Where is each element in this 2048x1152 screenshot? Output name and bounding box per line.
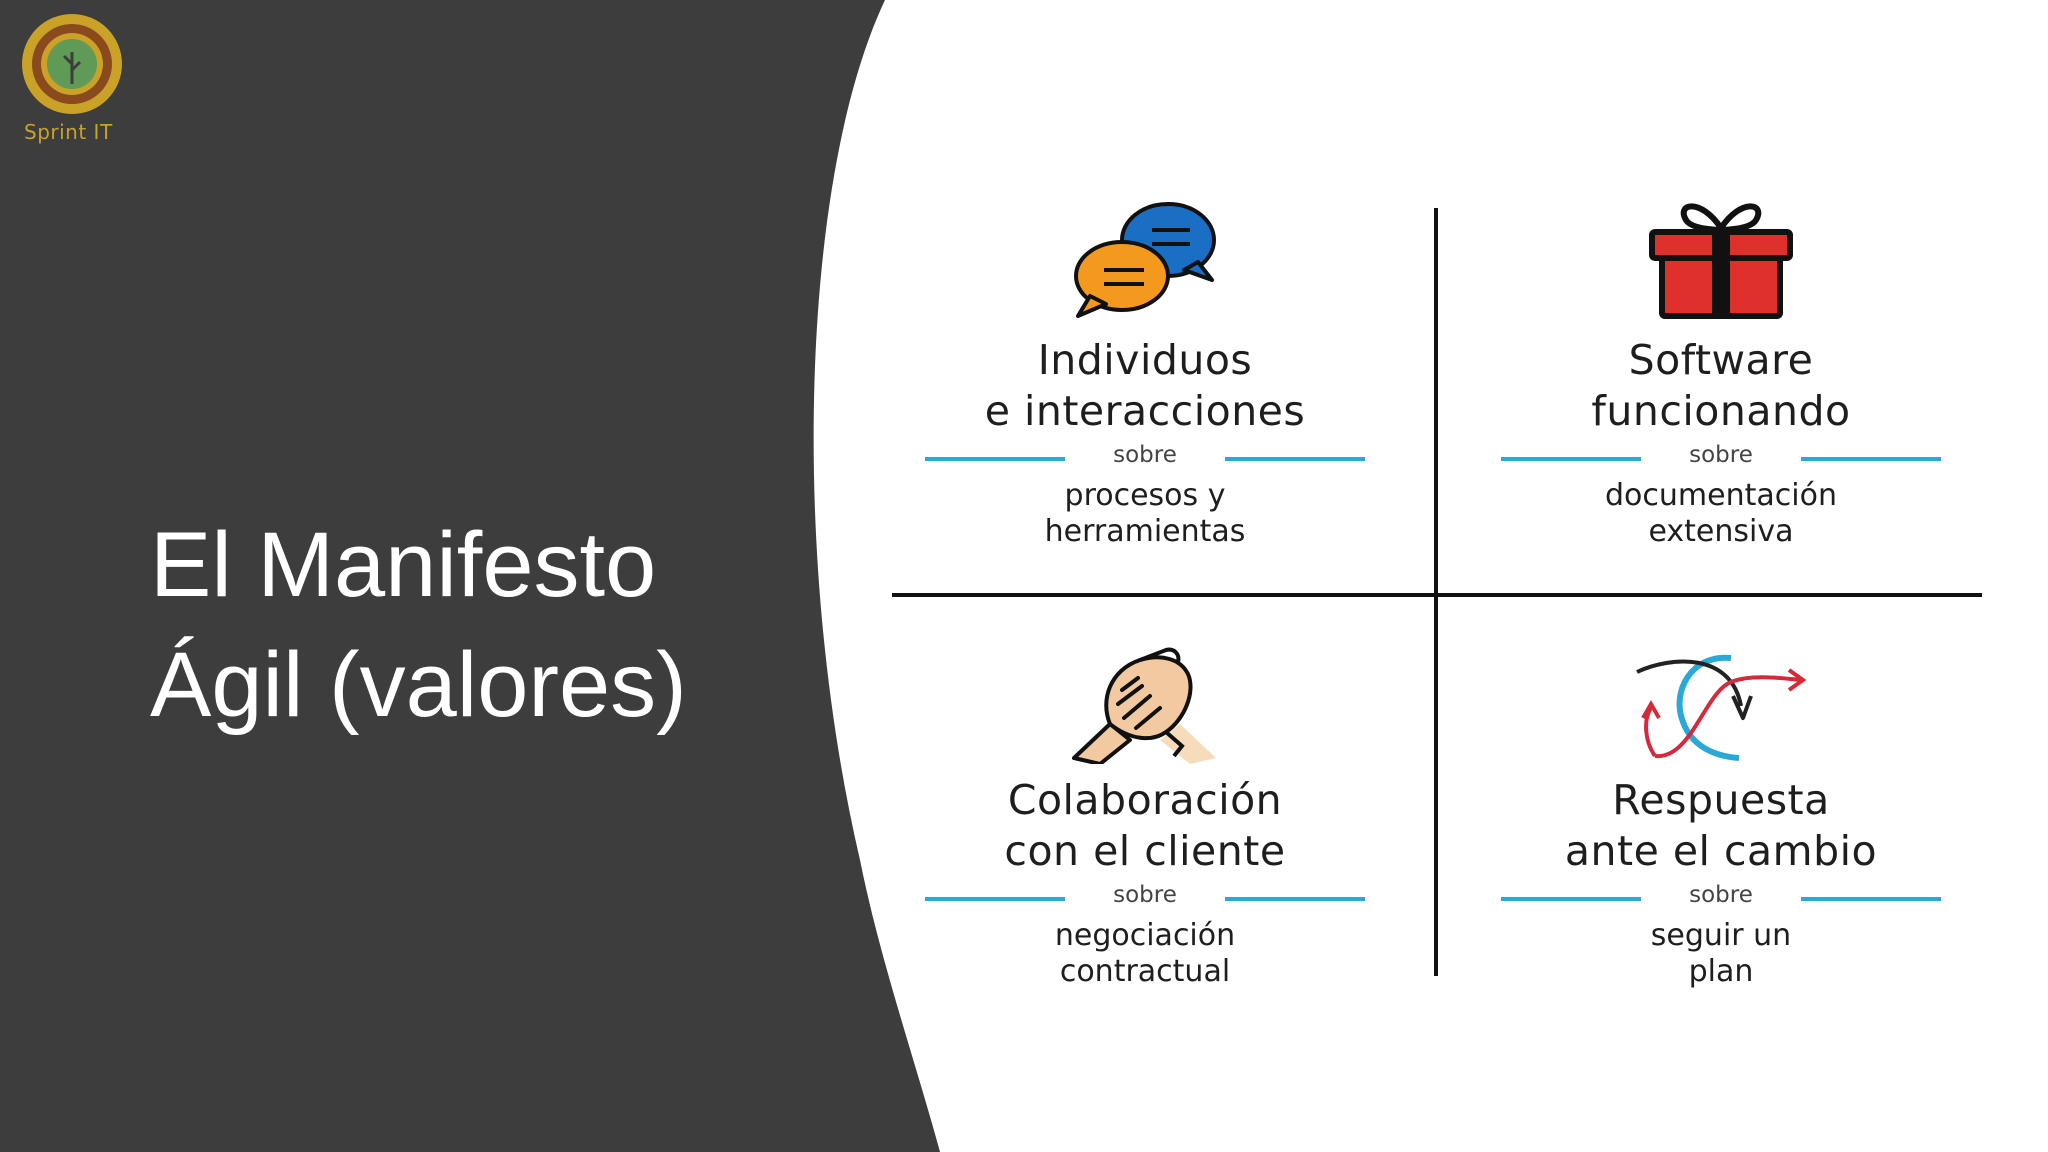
value-title-line-2: con el cliente	[1004, 827, 1286, 875]
value-separator: sobre	[925, 882, 1365, 912]
value-card-response: Respuesta ante el cambio sobre seguir un…	[1441, 600, 2001, 1000]
value-subtitle-line-1: negociación	[1054, 918, 1236, 953]
slide-title: El Manifesto Ágil (valores)	[150, 505, 810, 745]
value-subtitle-line-2: herramientas	[1044, 514, 1246, 549]
connector-word: sobre	[1113, 882, 1177, 908]
value-separator: sobre	[925, 442, 1365, 472]
value-separator: sobre	[1501, 882, 1941, 912]
vertical-divider	[1434, 208, 1438, 976]
value-subtitle-line-1: seguir un	[1650, 918, 1792, 953]
brand-logo: Sprint IT	[20, 12, 130, 152]
slide-title-line-2: Ágil (valores)	[150, 634, 687, 736]
brand-name: Sprint IT	[24, 120, 113, 144]
value-title-line-1: Software	[1628, 336, 1814, 384]
tree-logo-icon	[22, 14, 122, 114]
value-subtitle-line-2: contractual	[1059, 954, 1231, 989]
value-separator: sobre	[1501, 442, 1941, 472]
value-title-line-1: Individuos	[1037, 336, 1253, 384]
connector-word: sobre	[1113, 442, 1177, 468]
change-arrows-icon	[1636, 654, 1807, 761]
value-subtitle-line-1: procesos y	[1064, 478, 1226, 513]
value-title-line-2: funcionando	[1591, 387, 1851, 435]
slide-title-line-1: El Manifesto	[150, 514, 657, 616]
value-title-line-2: e interacciones	[984, 387, 1306, 435]
value-card-collaboration: Colaboración con el cliente sobre negoci…	[865, 600, 1425, 1000]
value-card-individuals: Individuos e interacciones sobre proceso…	[865, 0, 1425, 600]
value-title-line-2: ante el cambio	[1564, 827, 1878, 875]
value-title-line-1: Colaboración	[1007, 776, 1283, 824]
connector-word: sobre	[1689, 442, 1753, 468]
value-title-line-1: Respuesta	[1612, 776, 1830, 824]
chat-bubbles-icon	[1074, 202, 1216, 318]
value-subtitle-line-1: documentación	[1605, 478, 1837, 513]
value-card-software: Software funcionando sobre documentación…	[1441, 0, 2001, 600]
gift-box-icon	[1649, 203, 1793, 319]
connector-word: sobre	[1689, 882, 1753, 908]
value-subtitle-line-2: extensiva	[1648, 514, 1794, 549]
handshake-icon	[1072, 647, 1216, 764]
value-subtitle-line-2: plan	[1688, 954, 1754, 989]
